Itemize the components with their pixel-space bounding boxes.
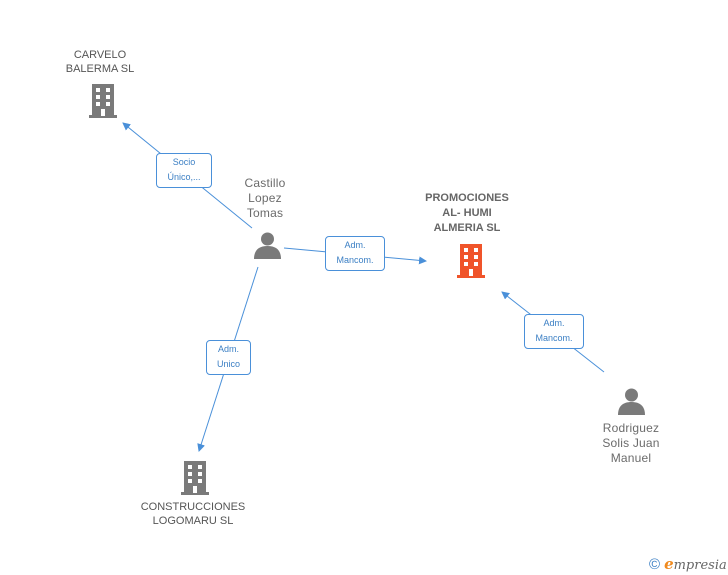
edge-label-castillo-carvelo[interactable]: Socio Único,... — [156, 153, 212, 188]
node-label-line: BALERMA SL — [65, 63, 135, 75]
node-label-line: AL- HUMI — [442, 207, 492, 219]
node-label-line: Lopez — [248, 191, 282, 205]
node-label-line: Rodriguez — [602, 421, 660, 435]
copyright-icon: © — [649, 555, 661, 573]
node-label-line: Solis Juan — [602, 436, 660, 450]
edge-label-line: Adm. — [217, 344, 239, 354]
person-icon[interactable] — [617, 387, 646, 415]
edge-label-castillo-construcciones[interactable]: Adm. Unico — [206, 340, 251, 375]
edge-label-line: Socio — [172, 157, 196, 167]
node-label-promociones: PROMOCIONES AL- HUMI ALMERIA SL — [407, 191, 527, 236]
edge-label-castillo-promociones[interactable]: Adm. Mancom. — [325, 236, 385, 271]
node-label-line: Manuel — [610, 451, 652, 465]
edge-label-line: Adm. — [344, 240, 366, 250]
node-label-castillo: Castillo Lopez Tomas — [225, 176, 305, 221]
brand-footer: © empresia — [649, 555, 727, 573]
node-label-line: PROMOCIONES — [425, 192, 509, 204]
edge-label-rodriguez-promociones[interactable]: Adm. Mancom. — [524, 314, 584, 349]
brand-initial: e — [664, 555, 674, 573]
brand-name: mpresia — [673, 558, 727, 573]
node-label-carvelo: CARVELO BALERMA SL — [50, 48, 150, 76]
building-icon[interactable] — [87, 83, 119, 119]
node-label-line: LOGOMARU SL — [152, 515, 234, 527]
node-label-line: Tomas — [246, 206, 284, 220]
building-icon[interactable] — [179, 460, 211, 496]
node-label-line: Castillo — [244, 176, 286, 190]
node-label-rodriguez: Rodriguez Solis Juan Manuel — [589, 421, 673, 466]
node-label-line: CARVELO — [73, 49, 127, 61]
node-label-line: ALMERIA SL — [433, 222, 501, 234]
person-icon[interactable] — [253, 231, 282, 259]
brand-logo[interactable]: empresia — [664, 555, 727, 573]
edge-label-line: Adm. — [543, 318, 565, 328]
edge-label-line: Único,... — [167, 172, 201, 182]
node-label-line: CONSTRUCCIONES — [140, 501, 246, 513]
building-icon[interactable] — [455, 243, 487, 279]
edge-label-line: Mancom. — [336, 255, 374, 265]
node-label-construcciones: CONSTRUCCIONES LOGOMARU SL — [133, 500, 253, 528]
edge-label-line: Mancom. — [535, 333, 573, 343]
edge-label-line: Unico — [216, 359, 240, 369]
